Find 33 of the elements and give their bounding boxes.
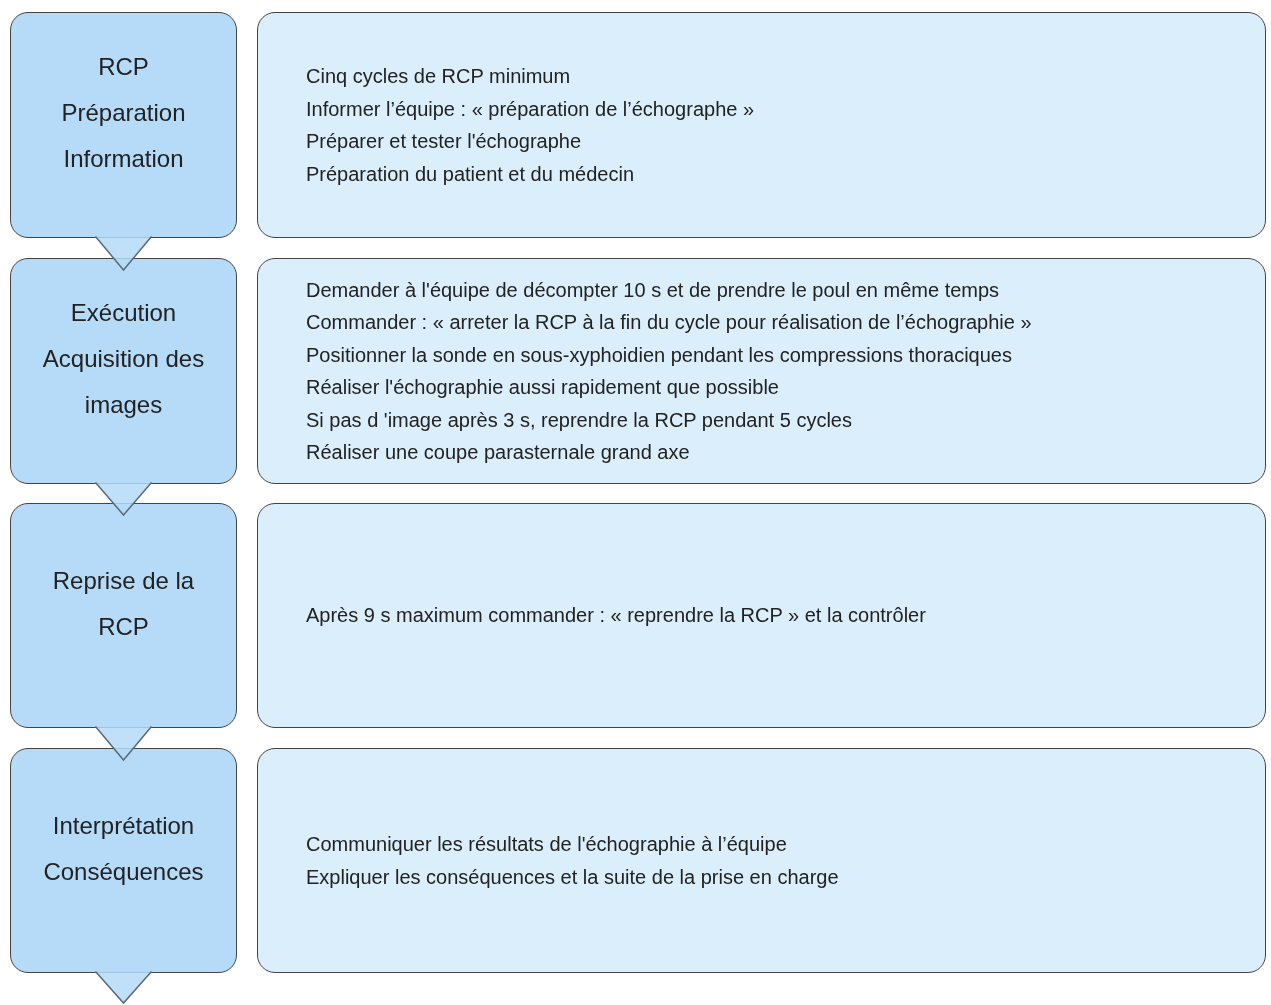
step-box bbox=[10, 748, 237, 973]
step-title: Interprétation bbox=[52, 810, 195, 841]
instruction-text: Préparation du patient et du médecin bbox=[306, 161, 635, 187]
instruction-text: Réaliser une coupe parasternale grand axe bbox=[306, 440, 691, 465]
instruction-text: Préparer et tester l'échographe bbox=[306, 129, 583, 154]
step-title: Exécution bbox=[70, 298, 177, 328]
pointer-arrow bbox=[94, 970, 153, 1005]
instruction-text: Commander : « arreter la RCP à la fin du cycle pour réalisation de l’échographie » bbox=[306, 310, 1033, 335]
detail-box bbox=[257, 12, 1266, 238]
detail-box bbox=[257, 503, 1266, 728]
instruction-text: Positionner la sonde en sous-xyphoidien pendant les compressions thoraciques bbox=[306, 342, 1013, 368]
instruction-text: Si pas d 'image après 3 s, reprendre la RCP pendant 5 cycles bbox=[306, 407, 853, 433]
step-title: Préparation bbox=[61, 98, 186, 128]
instruction-text: Informer l’équipe : « préparation de l’échographe » bbox=[306, 96, 756, 122]
step-title: Information bbox=[63, 144, 184, 174]
step-box bbox=[10, 12, 237, 238]
instruction-text: Cinq cycles de RCP minimum bbox=[306, 64, 572, 89]
step-box bbox=[10, 503, 237, 728]
step-title: Reprise de la RCP bbox=[51, 565, 196, 642]
instruction-text: Demander à l'équipe de décompter 10 s et de prendre le poul en même temps bbox=[306, 277, 1001, 303]
step-title: Acquisition des images bbox=[41, 344, 206, 420]
instruction-text: Réaliser l'échographie aussi rapidement que possible bbox=[306, 375, 780, 400]
pointer-arrow bbox=[94, 235, 153, 272]
instruction-text: Après 9 s maximum commander : « reprendre la RCP » et la contrôler bbox=[306, 603, 927, 629]
step-box bbox=[10, 258, 237, 484]
instruction-text: Communiquer les résultats de l'échographie à l’équipe bbox=[306, 832, 788, 857]
pointer-arrow bbox=[94, 481, 153, 517]
detail-box bbox=[257, 748, 1266, 973]
step-title: RCP bbox=[98, 52, 149, 82]
step-title: Conséquences bbox=[43, 856, 204, 887]
instruction-text: Expliquer les conséquences et la suite de la prise en charge bbox=[306, 864, 840, 890]
pointer-arrow bbox=[94, 725, 153, 762]
detail-box bbox=[257, 258, 1266, 484]
